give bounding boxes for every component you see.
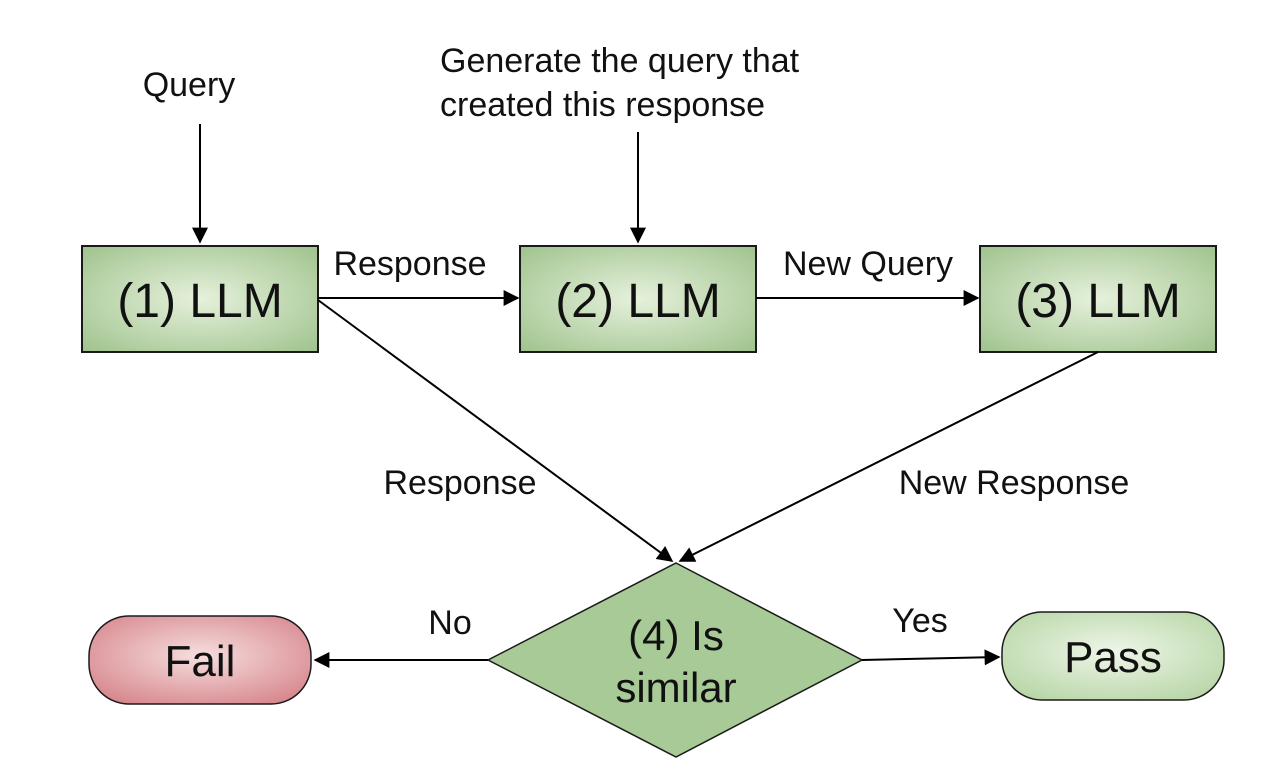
llm-2-label: (2) LLM xyxy=(555,275,720,328)
edge-llm1-to-llm2-label: Response xyxy=(333,245,486,283)
llm-3-box: (3) LLM xyxy=(979,245,1217,353)
generate-prompt-label-line2: created this response xyxy=(440,86,765,124)
edge-decision-no-label: No xyxy=(428,604,471,642)
decision-label-line1: (4) Is xyxy=(628,612,724,659)
decision-diamond: (4) Is similar xyxy=(486,562,864,758)
llm-2-box: (2) LLM xyxy=(519,245,757,353)
query-input-label: Query xyxy=(143,66,236,104)
fail-label: Fail xyxy=(165,637,236,686)
llm-3-label: (3) LLM xyxy=(1015,275,1180,328)
generate-prompt-label-line1: Generate the query that xyxy=(440,42,800,80)
edge-llm1-to-decision-label: Response xyxy=(383,464,536,502)
fail-terminal: Fail xyxy=(88,615,312,705)
edge-llm3-to-decision-label: New Response xyxy=(899,464,1130,502)
llm-1-box: (1) LLM xyxy=(81,245,319,353)
pass-terminal: Pass xyxy=(1001,611,1225,701)
edge-decision-yes xyxy=(861,649,1001,666)
edge-llm3-to-decision xyxy=(678,351,1099,562)
edge-llm2-to-llm3-label: New Query xyxy=(783,245,953,283)
edge-llm1-to-decision xyxy=(317,299,674,562)
decision-label-line2: similar xyxy=(615,664,736,711)
pass-label: Pass xyxy=(1064,633,1162,682)
llm-1-label: (1) LLM xyxy=(117,275,282,328)
edge-decision-yes-label: Yes xyxy=(892,602,947,640)
